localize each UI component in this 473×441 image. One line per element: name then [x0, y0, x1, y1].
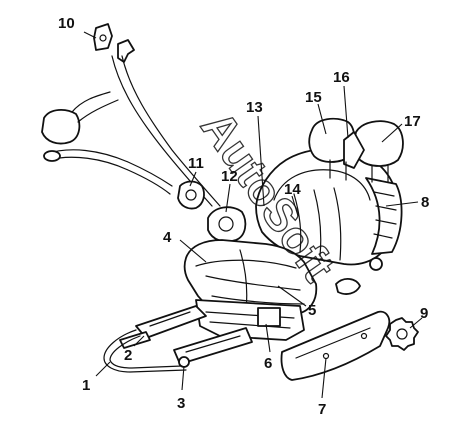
callout-3: 3 — [177, 395, 185, 412]
seat-cushion — [183, 239, 318, 315]
headrest — [308, 117, 404, 183]
callout-16: 16 — [333, 69, 350, 86]
belt-anchor-bracket — [93, 23, 113, 51]
seat-track-rails — [119, 305, 253, 368]
callout-13: 13 — [246, 99, 263, 116]
side-trim-cover — [280, 310, 391, 381]
callout-17: 17 — [404, 113, 421, 130]
seat-back — [255, 147, 403, 295]
callout-12: 12 — [221, 168, 238, 185]
callout-1: 1 — [82, 377, 90, 394]
callout-7: 7 — [318, 401, 326, 418]
seat-frame — [195, 299, 305, 341]
leader-lines — [83, 31, 423, 399]
callout-9: 9 — [420, 305, 428, 322]
seat-adjust-bar — [103, 329, 187, 373]
recliner-mechanism — [177, 180, 247, 243]
callout-11: 11 — [188, 155, 204, 172]
callout-2: 2 — [124, 347, 132, 364]
callout-15: 15 — [305, 89, 322, 106]
callout-14: 14 — [284, 181, 301, 198]
callout-8: 8 — [421, 194, 429, 211]
callout-4: 4 — [163, 229, 172, 246]
adjusting-knob — [385, 317, 419, 351]
callout-5: 5 — [308, 302, 316, 319]
callout-10: 10 — [58, 15, 75, 32]
callout-6: 6 — [264, 355, 272, 372]
